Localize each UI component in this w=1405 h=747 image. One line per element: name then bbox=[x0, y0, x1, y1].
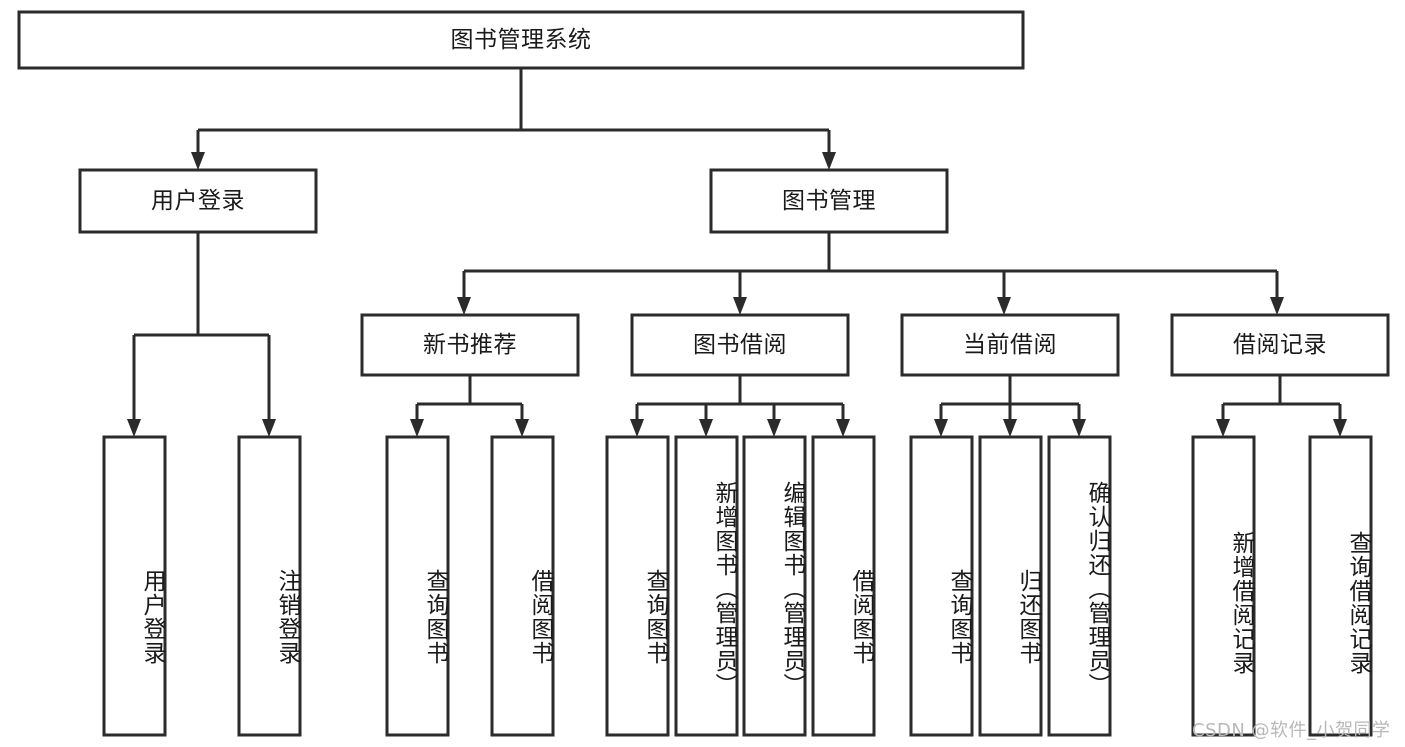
node-box-leaf-rec-query[interactable] bbox=[385, 435, 450, 737]
node-box-leaf-user-logout[interactable] bbox=[237, 435, 302, 737]
node-box-leaf-borrow-edit[interactable] bbox=[742, 435, 807, 737]
node-box-leaf-borrow-add[interactable] bbox=[674, 435, 739, 737]
arrowhead-user-login bbox=[191, 152, 205, 170]
arrowhead-book-borrow bbox=[733, 297, 747, 315]
arrowhead-leaf-borrow-lend bbox=[836, 419, 850, 437]
arrowhead-leaf-user-logout bbox=[262, 419, 276, 437]
arrowhead-leaf-rec-query-record bbox=[1333, 419, 1347, 437]
node-box-leaf-cur-query[interactable] bbox=[909, 435, 974, 737]
arrowhead-leaf-cur-query bbox=[934, 419, 948, 437]
node-box-leaf-user-login[interactable] bbox=[102, 435, 167, 737]
arrowhead-leaf-borrow-query bbox=[630, 419, 644, 437]
node-box-leaf-borrow-lend[interactable] bbox=[811, 435, 876, 737]
arrowhead-current-borrow bbox=[997, 297, 1011, 315]
node-box-root[interactable] bbox=[17, 10, 1025, 70]
arrowhead-book-manage bbox=[822, 152, 836, 170]
node-box-leaf-rec-add[interactable] bbox=[1191, 435, 1256, 737]
node-box-borrow-record[interactable] bbox=[1170, 313, 1390, 377]
arrowhead-borrow-record bbox=[1270, 297, 1284, 315]
arrowhead-leaf-rec-query bbox=[410, 419, 424, 437]
node-box-leaf-cur-confirm[interactable] bbox=[1047, 435, 1112, 737]
node-box-leaf-rec-query-record[interactable] bbox=[1308, 435, 1373, 737]
node-box-current-borrow[interactable] bbox=[900, 313, 1120, 377]
node-box-leaf-cur-return[interactable] bbox=[978, 435, 1043, 737]
arrowhead-leaf-rec-borrow bbox=[515, 419, 529, 437]
arrowhead-leaf-borrow-add bbox=[699, 419, 713, 437]
arrowhead-leaf-borrow-edit bbox=[767, 419, 781, 437]
arrowhead-leaf-rec-add bbox=[1216, 419, 1230, 437]
node-box-leaf-rec-borrow[interactable] bbox=[490, 435, 555, 737]
arrowhead-leaf-user-login bbox=[127, 419, 141, 437]
node-box-new-book-rec[interactable] bbox=[360, 313, 580, 377]
arrowhead-leaf-cur-confirm bbox=[1072, 419, 1086, 437]
node-box-book-manage[interactable] bbox=[709, 168, 949, 234]
arrowhead-leaf-cur-return bbox=[1003, 419, 1017, 437]
arrowhead-new-book-rec bbox=[457, 297, 471, 315]
node-box-user-login[interactable] bbox=[78, 168, 318, 234]
node-box-leaf-borrow-query[interactable] bbox=[605, 435, 670, 737]
node-box-book-borrow[interactable] bbox=[630, 313, 850, 377]
